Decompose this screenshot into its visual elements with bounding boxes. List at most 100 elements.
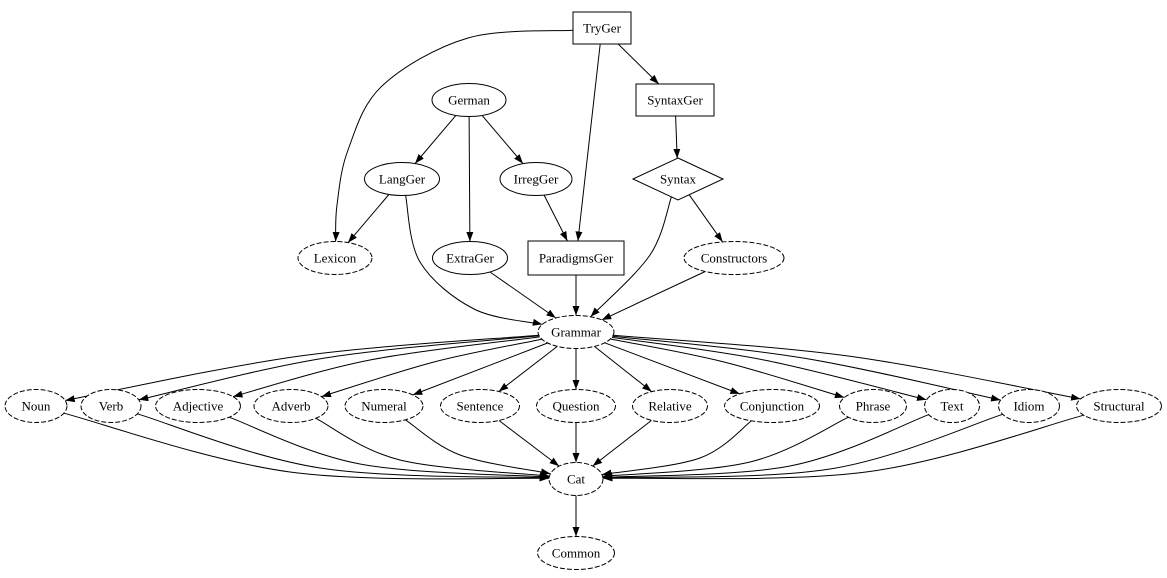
edge-conjunction-cat — [601, 420, 752, 477]
node-label: Sentence — [457, 399, 504, 414]
edge-grammar-text — [611, 336, 927, 401]
ellipse-shape — [499, 162, 573, 196]
ellipse-shape — [440, 389, 520, 423]
node-irregger: IrregGer — [499, 162, 573, 196]
node-conjunction: Conjunction — [724, 389, 820, 423]
ellipse-shape — [4, 389, 68, 423]
node-langger: LangGer — [364, 162, 440, 196]
ellipse-shape — [431, 83, 507, 117]
node-extrager: ExtraGer — [432, 241, 508, 275]
node-cat: Cat — [548, 462, 604, 496]
edge-text-cat — [602, 414, 929, 481]
edge-phrase-cat — [602, 416, 849, 479]
ellipse-shape — [253, 389, 329, 423]
edge-langger-lexicon — [347, 194, 390, 243]
edges-layer — [63, 29, 1084, 537]
ellipse-shape — [364, 162, 440, 196]
ellipse-shape — [548, 462, 604, 496]
ellipse-shape — [839, 389, 907, 423]
node-label: Question — [553, 399, 600, 414]
edge-grammar-conjunction — [604, 342, 740, 395]
edge-grammar-adjective — [232, 336, 540, 398]
node-label: SyntaxGer — [647, 93, 703, 108]
node-idiom: Idiom — [998, 389, 1060, 423]
ellipse-shape — [724, 389, 820, 423]
edge-structural-cat — [602, 414, 1084, 482]
edge-grammar-noun — [65, 334, 539, 403]
ellipse-shape — [432, 241, 508, 275]
node-label: Common — [552, 546, 601, 561]
ellipse-shape — [537, 315, 615, 349]
edge-german-irregger — [481, 115, 524, 164]
node-label: LangGer — [379, 172, 426, 187]
edge-grammar-relative — [594, 346, 653, 392]
edge-grammar-sentence — [498, 346, 558, 392]
node-tryger: TryGer — [572, 11, 632, 45]
edge-langger-grammar — [405, 195, 543, 326]
node-label: Lexicon — [314, 251, 357, 266]
edge-relative-cat — [592, 420, 652, 467]
node-label: ParadigmsGer — [539, 251, 614, 266]
node-adjective: Adjective — [155, 389, 241, 423]
node-noun: Noun — [4, 389, 68, 423]
box-shape — [572, 11, 632, 45]
node-label: Verb — [99, 399, 124, 414]
edge-adverb-cat — [315, 417, 550, 479]
edge-syntax-constructors — [688, 194, 724, 243]
ellipse-shape — [155, 389, 241, 423]
edge-german-extrager — [466, 116, 474, 242]
box-shape — [635, 83, 715, 117]
edge-grammar-adverb — [321, 338, 542, 398]
node-label: Adjective — [173, 399, 224, 414]
node-label: Idiom — [1013, 399, 1044, 414]
diamond-shape — [631, 157, 725, 201]
box-shape — [527, 240, 625, 276]
edge-grammar-verb — [138, 335, 540, 402]
node-lexicon: Lexicon — [297, 241, 373, 275]
edge-extrager-grammar — [489, 271, 557, 319]
ellipse-shape — [80, 389, 142, 423]
node-relative: Relative — [632, 389, 708, 423]
edge-noun-cat — [63, 412, 550, 482]
ellipse-shape — [998, 389, 1060, 423]
edge-grammar-phrase — [610, 338, 845, 399]
edge-idiom-cat — [602, 413, 1003, 482]
node-label: Relative — [648, 399, 692, 414]
node-label: TryGer — [583, 21, 621, 36]
node-phrase: Phrase — [839, 389, 907, 423]
edge-grammar-numeral — [412, 342, 548, 396]
node-label: Adverb — [272, 399, 311, 414]
node-common: Common — [537, 536, 615, 570]
edge-sentence-cat — [498, 420, 560, 467]
edge-syntax-grammar — [590, 196, 672, 318]
node-syntax: Syntax — [631, 157, 725, 201]
node-numeral: Numeral — [344, 389, 424, 423]
ellipse-shape — [537, 536, 615, 570]
node-constructors: Constructors — [683, 241, 785, 275]
node-question: Question — [536, 389, 616, 423]
edge-german-langger — [414, 115, 457, 164]
node-label: Noun — [22, 399, 51, 414]
node-structural: Structural — [1076, 389, 1162, 423]
node-label: Structural — [1093, 399, 1145, 414]
ellipse-shape — [924, 389, 980, 423]
edge-verb-cat — [137, 413, 550, 481]
node-text: Text — [924, 389, 980, 423]
edge-tryger-syntaxger — [617, 43, 660, 85]
edge-adjective-cat — [229, 416, 550, 480]
node-label: Text — [941, 399, 964, 414]
ellipse-shape — [536, 389, 616, 423]
node-label: Conjunction — [740, 399, 805, 414]
ellipse-shape — [344, 389, 424, 423]
node-sentence: Sentence — [440, 389, 520, 423]
ellipse-shape — [632, 389, 708, 423]
edge-irregger-paradigmsger — [543, 194, 568, 242]
node-label: Grammar — [551, 325, 601, 340]
node-syntaxger: SyntaxGer — [635, 83, 715, 117]
node-label: Numeral — [361, 399, 407, 414]
node-adverb: Adverb — [253, 389, 329, 423]
ellipse-shape — [683, 241, 785, 275]
